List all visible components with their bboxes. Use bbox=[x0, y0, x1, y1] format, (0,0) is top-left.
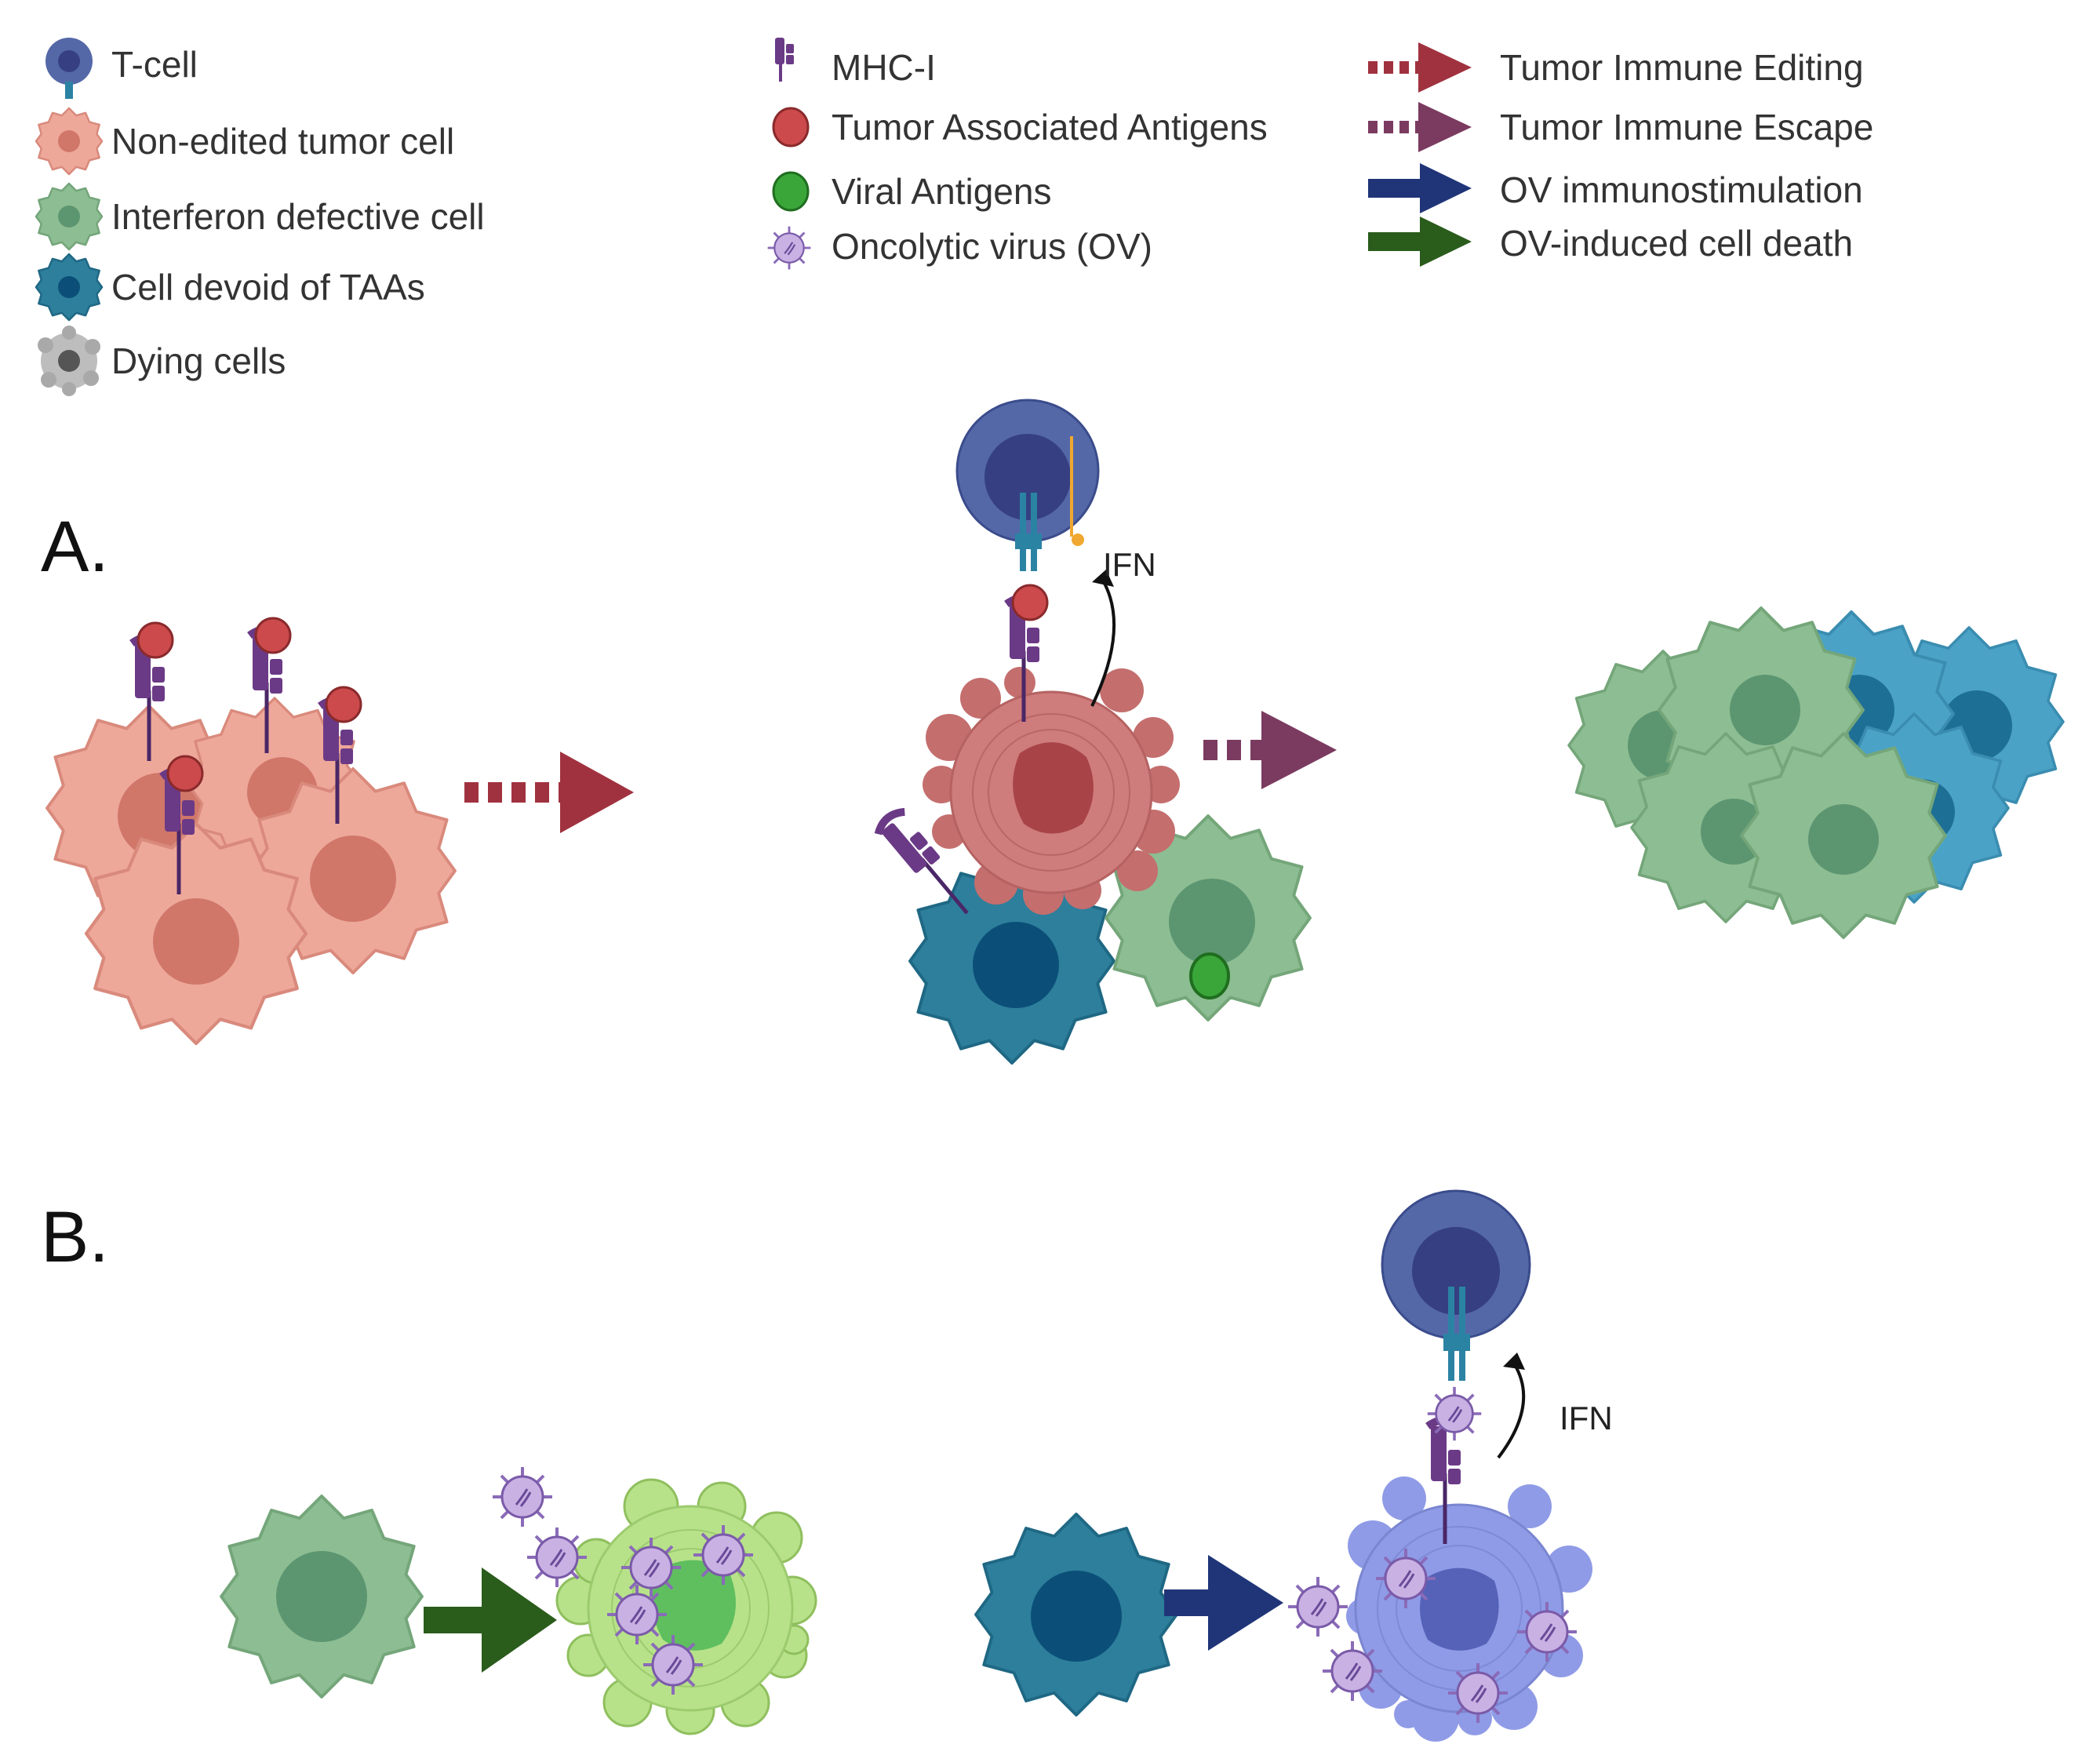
devoid-of-taas-cell bbox=[974, 1513, 1178, 1717]
tumor-antigen-icon bbox=[772, 107, 810, 147]
dying-tumor-cell bbox=[923, 667, 1180, 915]
t-cell bbox=[955, 399, 1100, 571]
oncolytic-virus bbox=[642, 1633, 704, 1696]
dotted-purple-arrow-icon bbox=[1368, 102, 1472, 152]
oncolytic-virus bbox=[692, 1524, 755, 1586]
tumor-cell bbox=[86, 824, 306, 1043]
t-cell-receptor bbox=[1443, 1334, 1470, 1351]
legend-item-dying-cells: Dying cells bbox=[38, 326, 286, 396]
legend-label: Dying cells bbox=[111, 340, 286, 381]
legend-item-immune-escape: Tumor Immune Escape bbox=[1368, 102, 1873, 152]
oncolytic-virus-icon bbox=[766, 225, 812, 271]
legend-label: Viral Antigens bbox=[832, 171, 1051, 212]
oncolytic-virus bbox=[620, 1536, 682, 1599]
legend-item-ov-cell-death: OV-induced cell death bbox=[1368, 217, 1853, 267]
legend-item-oncolytic-virus: Oncolytic virus (OV) bbox=[766, 225, 1152, 271]
panel-a: A. bbox=[41, 399, 2065, 1065]
ifn-signal-arrow bbox=[1090, 570, 1116, 707]
non-edited-tumor-cluster bbox=[45, 617, 457, 1043]
dying-infected-cell bbox=[1287, 1476, 1592, 1742]
legend-item-cell-devoid-of-taas: Cell devoid of TAAs bbox=[35, 253, 425, 322]
t-cell bbox=[1381, 1189, 1531, 1381]
legend: T-cell Non-edited tumor cell Interferon … bbox=[35, 38, 1873, 396]
interferon-defective-cell-icon bbox=[35, 182, 104, 251]
ifn-label: IFN bbox=[1103, 546, 1156, 583]
escaped-tumor-mass bbox=[1567, 606, 2065, 939]
oncolytic-virus bbox=[1321, 1640, 1384, 1702]
blue-arrow-icon bbox=[1368, 163, 1472, 213]
dotted-red-arrow-icon bbox=[1368, 42, 1472, 93]
legend-label: Tumor Associated Antigens bbox=[832, 107, 1268, 147]
legend-label: Oncolytic virus (OV) bbox=[832, 226, 1152, 267]
interferon-defective-cell bbox=[1658, 606, 1865, 814]
legend-label: Tumor Immune Escape bbox=[1500, 107, 1873, 147]
legend-label: OV immunostimulation bbox=[1500, 169, 1863, 210]
viral-antigen-icon bbox=[772, 171, 810, 212]
green-arrow-icon bbox=[1368, 217, 1472, 267]
interferon-defective-cell bbox=[1740, 732, 1947, 939]
oncolytic-virus bbox=[1287, 1575, 1349, 1638]
interferon-defective-cell bbox=[220, 1495, 424, 1699]
legend-label: Tumor Immune Editing bbox=[1500, 47, 1864, 88]
oncolytic-virus bbox=[491, 1466, 554, 1528]
tumor-cell bbox=[249, 767, 457, 974]
oncolytic-virus bbox=[526, 1526, 588, 1589]
ov-induced-death-arrow bbox=[424, 1567, 557, 1673]
legend-item-interferon-defective-cell: Interferon defective cell bbox=[35, 182, 485, 251]
mhc-i-icon bbox=[775, 38, 794, 82]
oncolytic-virus bbox=[606, 1583, 668, 1646]
t-cell-receptor bbox=[1015, 533, 1042, 549]
panel-a-label: A. bbox=[41, 507, 109, 587]
legend-label: Non-edited tumor cell bbox=[111, 121, 454, 162]
legend-item-ov-immunostimulation: OV immunostimulation bbox=[1368, 163, 1863, 213]
legend-item-tumor-antigens: Tumor Associated Antigens bbox=[772, 107, 1268, 147]
panel-b: B. bbox=[41, 1189, 1613, 1742]
devoid-of-taas-cell bbox=[908, 857, 1116, 1065]
viral-antigen bbox=[1189, 952, 1230, 999]
legend-item-viral-antigens: Viral Antigens bbox=[772, 171, 1051, 212]
ov-immunostimulation-arrow bbox=[1164, 1555, 1283, 1651]
legend-label: MHC-I bbox=[832, 47, 936, 88]
legend-label: Interferon defective cell bbox=[111, 196, 485, 237]
ifn-label: IFN bbox=[1560, 1400, 1613, 1436]
oncolytic-virus bbox=[1374, 1547, 1437, 1610]
oncolytic-virus bbox=[1447, 1662, 1509, 1724]
legend-item-non-edited-tumor-cell: Non-edited tumor cell bbox=[35, 107, 454, 176]
legend-item-immune-editing: Tumor Immune Editing bbox=[1368, 42, 1864, 93]
non-edited-tumor-cell-icon bbox=[35, 107, 104, 176]
oncolytic-virus bbox=[1516, 1600, 1578, 1663]
dying-cell-icon bbox=[38, 326, 100, 396]
immune-escape-arrow bbox=[1203, 711, 1337, 789]
panel-b-label: B. bbox=[41, 1197, 109, 1277]
legend-label: Cell devoid of TAAs bbox=[111, 267, 425, 308]
legend-label: OV-induced cell death bbox=[1500, 223, 1853, 264]
cell-devoid-of-taas-icon bbox=[35, 253, 104, 322]
interferon-defective-cell bbox=[1105, 814, 1312, 1021]
legend-item-t-cell: T-cell bbox=[45, 38, 198, 99]
ifn-signal-arrow bbox=[1497, 1353, 1526, 1459]
immune-editing-arrow bbox=[464, 752, 634, 833]
t-cell-icon bbox=[45, 38, 93, 99]
legend-label: T-cell bbox=[111, 44, 198, 85]
center-cluster: IFN bbox=[874, 399, 1312, 1065]
dying-infected-cell bbox=[491, 1466, 817, 1735]
legend-item-mhc-i: MHC-I bbox=[775, 38, 936, 88]
